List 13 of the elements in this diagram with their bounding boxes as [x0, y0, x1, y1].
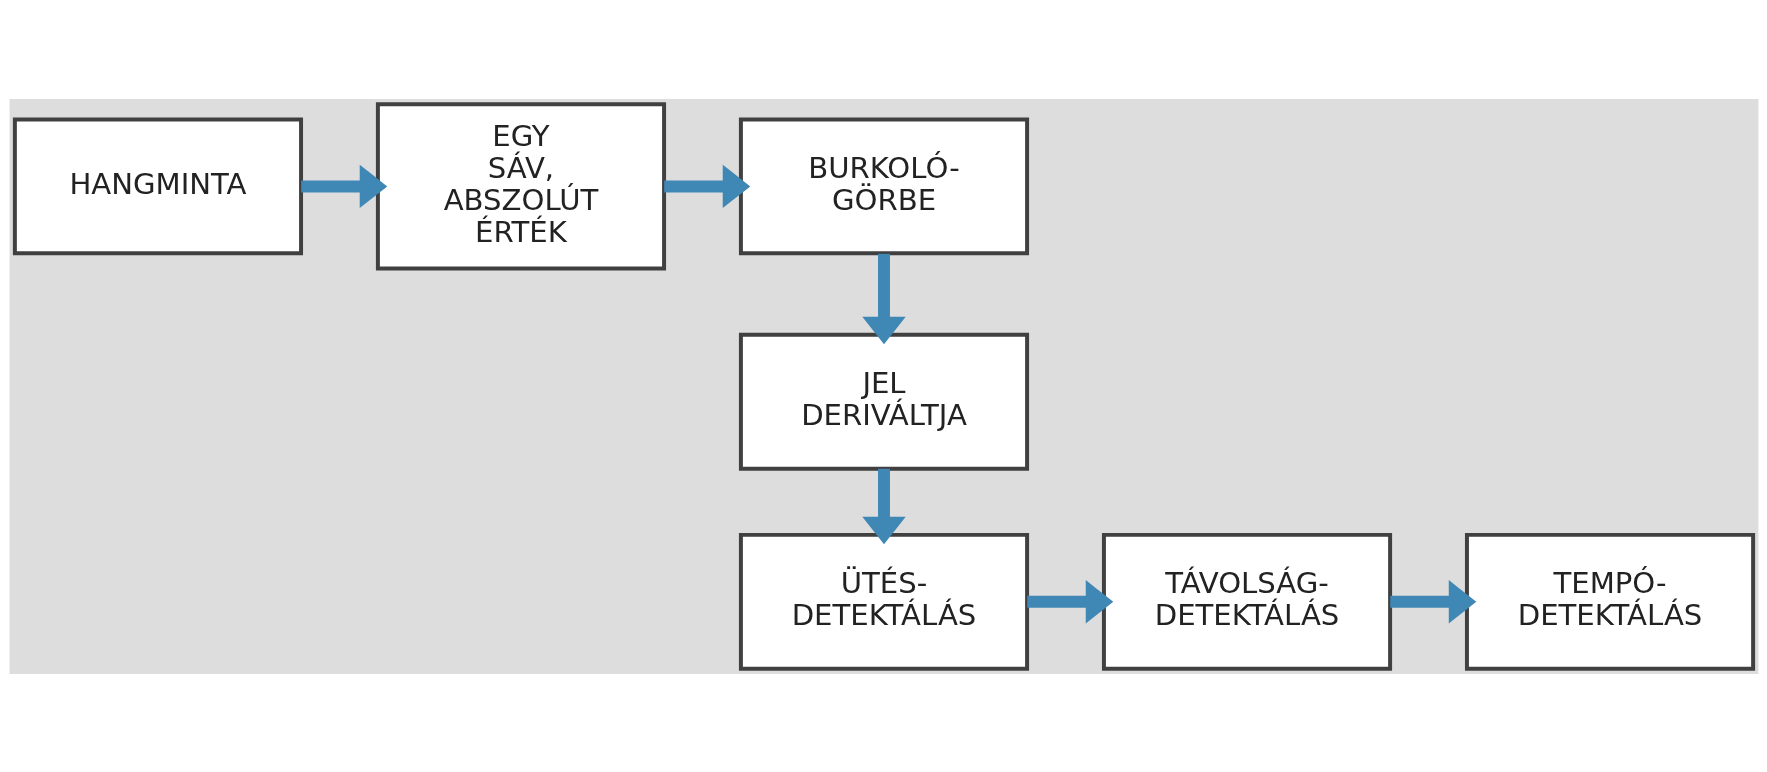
node-box: JEL DERIVÁLTJA [738, 332, 1029, 471]
arrow [1026, 579, 1113, 623]
arrow [861, 253, 906, 344]
arrow [663, 164, 750, 208]
node-box: TEMPÓ- DETEKTÁLÁS [1464, 532, 1755, 671]
node-box: BURKOLÓ- GÖRBE [738, 117, 1029, 255]
node-box: HANGMINTA [12, 117, 303, 255]
node-box: EGY SÁV, ABSZOLÚT ÉRTÉK [375, 101, 666, 271]
arrow [300, 164, 387, 208]
node-box: TÁVOLSÁG- DETEKTÁLÁS [1101, 532, 1392, 671]
arrow [861, 468, 906, 544]
node-box: ÜTÉS- DETEKTÁLÁS [738, 532, 1029, 671]
arrow [1389, 579, 1476, 623]
